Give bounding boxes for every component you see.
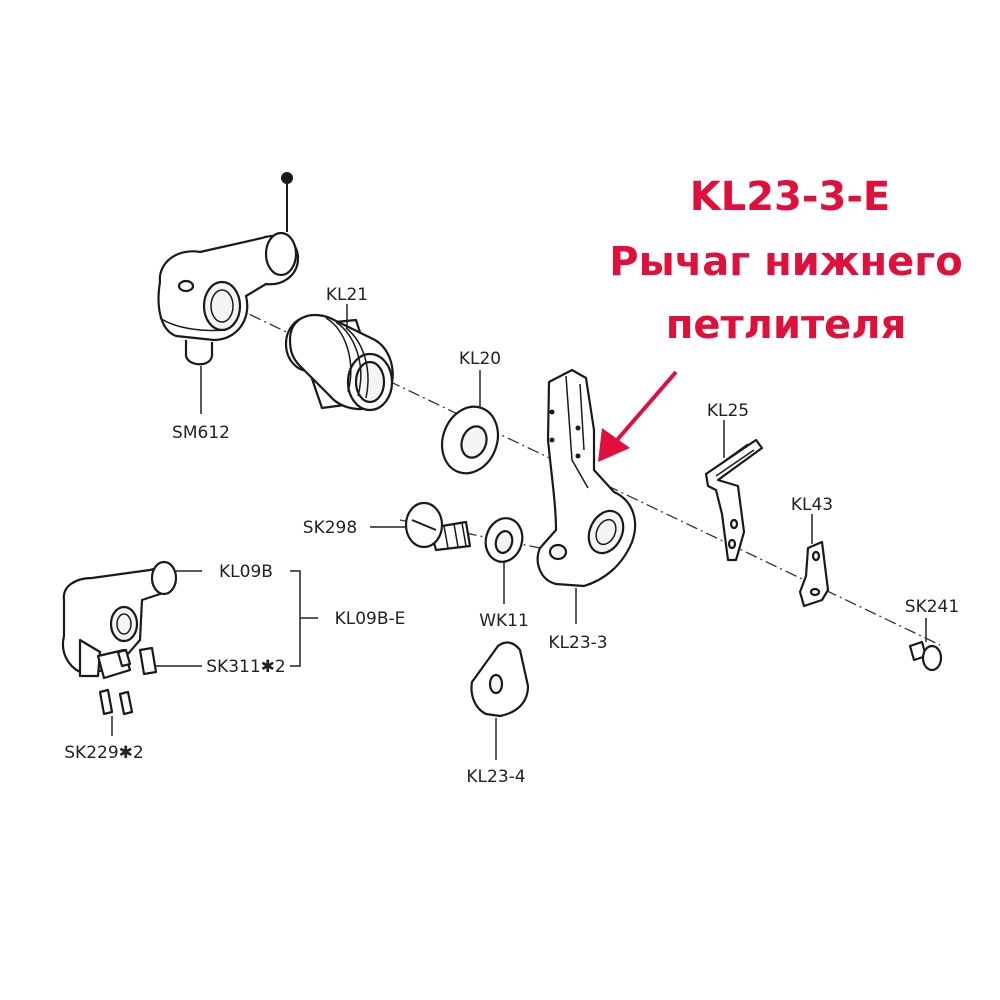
- part-wk11-drawing: [484, 517, 524, 563]
- label-kl21: KL21: [326, 285, 368, 305]
- part-kl20-drawing: [440, 405, 500, 475]
- label-wk11: WK11: [479, 611, 529, 631]
- part-sk241-drawing: [908, 640, 943, 672]
- part-title: KL23-3-E Рычаг нижнего петлителя: [609, 174, 962, 348]
- title-part-code: KL23-3-E: [690, 174, 891, 220]
- label-kl20: KL20: [459, 349, 501, 369]
- label-kl43: KL43: [791, 495, 833, 515]
- part-kl23-4-drawing: [470, 641, 530, 718]
- label-sk241: SK241: [905, 597, 959, 617]
- part-kl21-drawing: [284, 313, 394, 412]
- label-kl09b: KL09B: [219, 562, 273, 582]
- label-kl23-4: KL23-4: [466, 767, 525, 787]
- pointer-arrow-icon: [598, 370, 678, 462]
- label-sm612: SM612: [172, 423, 230, 443]
- title-description-line-1: Рычаг нижнего: [609, 239, 962, 285]
- label-sk298: SK298: [303, 518, 357, 538]
- part-kl43-drawing: [798, 540, 830, 608]
- part-sm612-drawing: [157, 231, 300, 366]
- part-kl23-3-drawing: [536, 368, 637, 588]
- label-sk229: SK229✱2: [64, 743, 143, 763]
- part-labels: SM612 KL21 KL20 KL25 KL43 SK241 SK298 WK…: [64, 285, 959, 787]
- label-sk311: SK311✱2: [206, 657, 285, 677]
- label-kl09b-e: KL09B-E: [335, 609, 406, 629]
- leader-lines: [111, 304, 927, 760]
- part-kl09b-drawing: [61, 560, 178, 716]
- label-kl25: KL25: [707, 401, 749, 421]
- part-sk298-drawing: [404, 501, 472, 552]
- part-kl25-drawing: [704, 438, 764, 562]
- label-kl23-3: KL23-3: [548, 633, 607, 653]
- rod-end-icon: [281, 172, 293, 232]
- title-description-line-2: петлителя: [666, 302, 907, 348]
